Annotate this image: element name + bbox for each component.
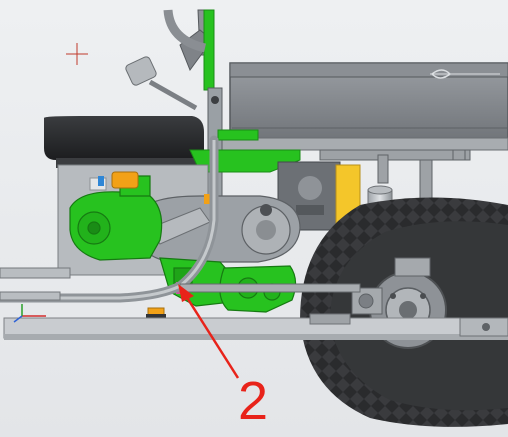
axis-gizmo-icon	[13, 304, 46, 323]
cvt-cover	[139, 195, 301, 263]
crosshair-icon	[66, 43, 88, 65]
small-fittings	[89, 171, 214, 319]
gear-lever	[125, 56, 198, 111]
callout-number: 2	[238, 371, 269, 431]
drive-shaft	[179, 283, 361, 293]
chassis-beam	[3, 313, 508, 340]
seat	[44, 116, 206, 168]
cargo-bed	[221, 62, 508, 151]
side-rails	[0, 267, 71, 301]
callout-arrow	[178, 284, 240, 379]
callout-label: 2	[238, 370, 278, 431]
